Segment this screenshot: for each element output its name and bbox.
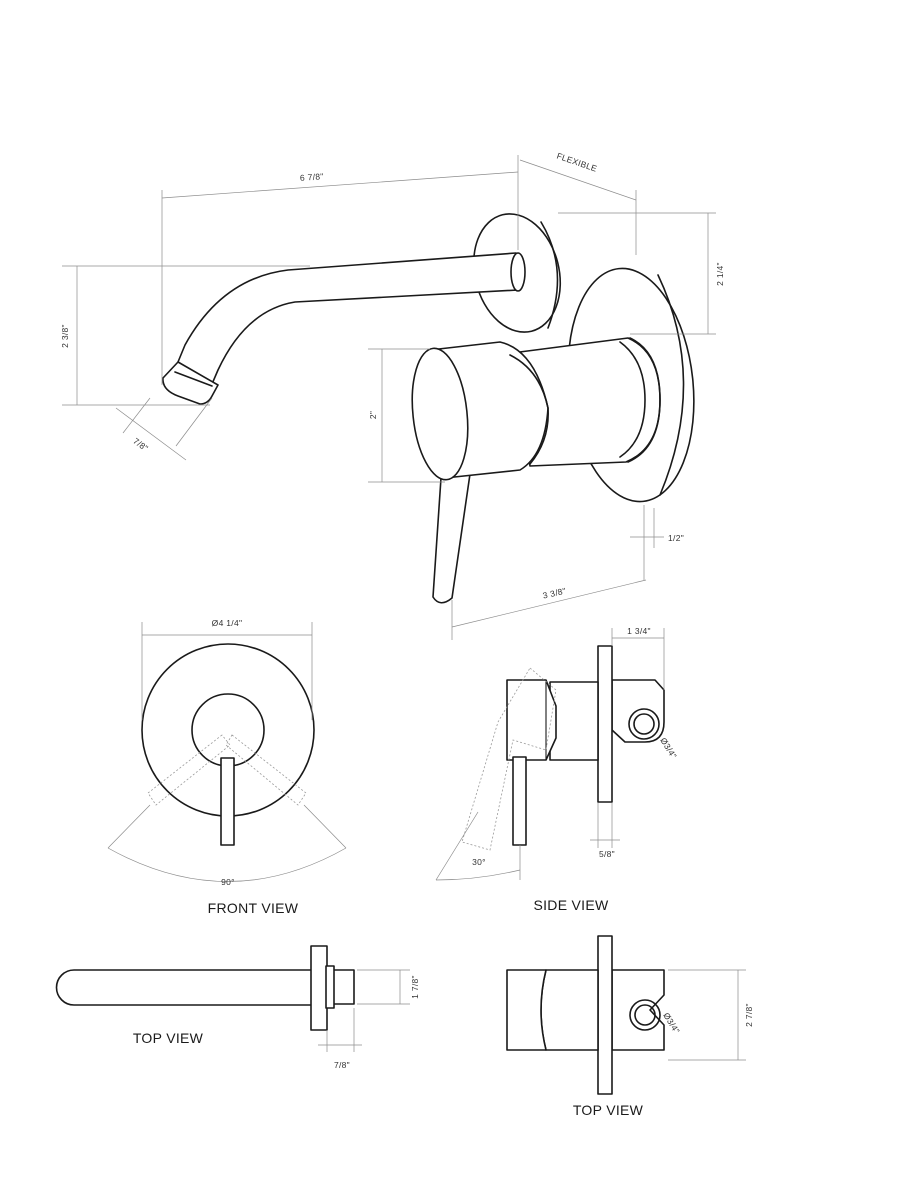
dim-spout-outlet: 7/8" bbox=[131, 436, 150, 454]
label-top-view-valve: TOP VIEW bbox=[573, 1102, 644, 1118]
side-lever bbox=[512, 756, 527, 846]
side-plate bbox=[597, 645, 613, 803]
handle-face bbox=[411, 347, 469, 481]
dim-valve-depth: 1 3/4" bbox=[627, 626, 651, 636]
front-handle bbox=[191, 693, 265, 767]
spout-escutcheon-edge bbox=[540, 221, 559, 329]
valve-plate-edge bbox=[657, 274, 685, 496]
side-handle bbox=[506, 679, 557, 761]
valve-body-ring bbox=[619, 341, 646, 458]
valve-body-front bbox=[627, 337, 661, 463]
dim-collar-height: 1 7/8" bbox=[410, 975, 420, 999]
valve-lever bbox=[432, 473, 471, 604]
dim-pipe-side: Ø3/4" bbox=[658, 736, 679, 761]
dim-flexible: FLEXIBLE bbox=[555, 151, 598, 174]
dim-handle-depth: 3 3/8" bbox=[542, 586, 567, 601]
top-valve-bracket bbox=[611, 969, 665, 1051]
dim-lever-angle: 30° bbox=[472, 857, 486, 867]
dim-plate-diameter: Ø4 1/4" bbox=[212, 618, 243, 628]
dim-handle-height: 2" bbox=[368, 411, 378, 419]
side-pipe-outer bbox=[628, 708, 660, 740]
top-pipe-outer bbox=[629, 999, 661, 1031]
top-view-spout: 1 7/8" 7/8" TOP VIEW bbox=[55, 945, 420, 1070]
side-view: 30° 1 3/4" Ø3/4" 5/8" SIDE VIEW bbox=[435, 626, 679, 913]
spout-outlet-ring bbox=[174, 371, 213, 387]
top-view-valve: 2 7/8" Ø3/4" TOP VIEW bbox=[506, 935, 754, 1118]
side-ghost-handle bbox=[461, 667, 557, 851]
top-valve-handle bbox=[506, 969, 547, 1051]
label-side-view: SIDE VIEW bbox=[533, 897, 609, 913]
dim-rotation: 90° bbox=[221, 877, 235, 887]
side-valve-body bbox=[549, 681, 599, 761]
front-view: 90° Ø4 1/4" FRONT VIEW bbox=[107, 618, 347, 916]
label-top-view-spout: TOP VIEW bbox=[133, 1030, 204, 1046]
dim-plate-height: 2 1/4" bbox=[715, 262, 725, 286]
handle-bevel bbox=[509, 354, 549, 465]
dim-spout-height: 2 3/8" bbox=[60, 324, 70, 348]
dim-valve-offset: 5/8" bbox=[599, 849, 615, 859]
top-spout-ring bbox=[325, 965, 335, 1009]
dim-collar-depth: 7/8" bbox=[334, 1060, 350, 1070]
top-spout-body bbox=[55, 969, 313, 1006]
front-lever bbox=[220, 757, 235, 846]
top-valve-body bbox=[540, 969, 599, 1051]
spout-end bbox=[510, 252, 526, 292]
top-pipe-inner bbox=[634, 1004, 656, 1026]
dim-spout-length: 6 7/8" bbox=[300, 171, 324, 183]
front-lever-ghosts bbox=[147, 734, 307, 806]
iso-valve bbox=[411, 267, 695, 604]
top-valve-plate bbox=[597, 935, 613, 1095]
iso-spout bbox=[162, 213, 562, 405]
side-pipe-inner bbox=[633, 713, 655, 735]
dim-plate-thickness: 1/2" bbox=[668, 533, 684, 543]
top-spout-plate bbox=[310, 945, 328, 1031]
label-front-view: FRONT VIEW bbox=[208, 900, 299, 916]
dim-valve-width: 2 7/8" bbox=[744, 1003, 754, 1027]
